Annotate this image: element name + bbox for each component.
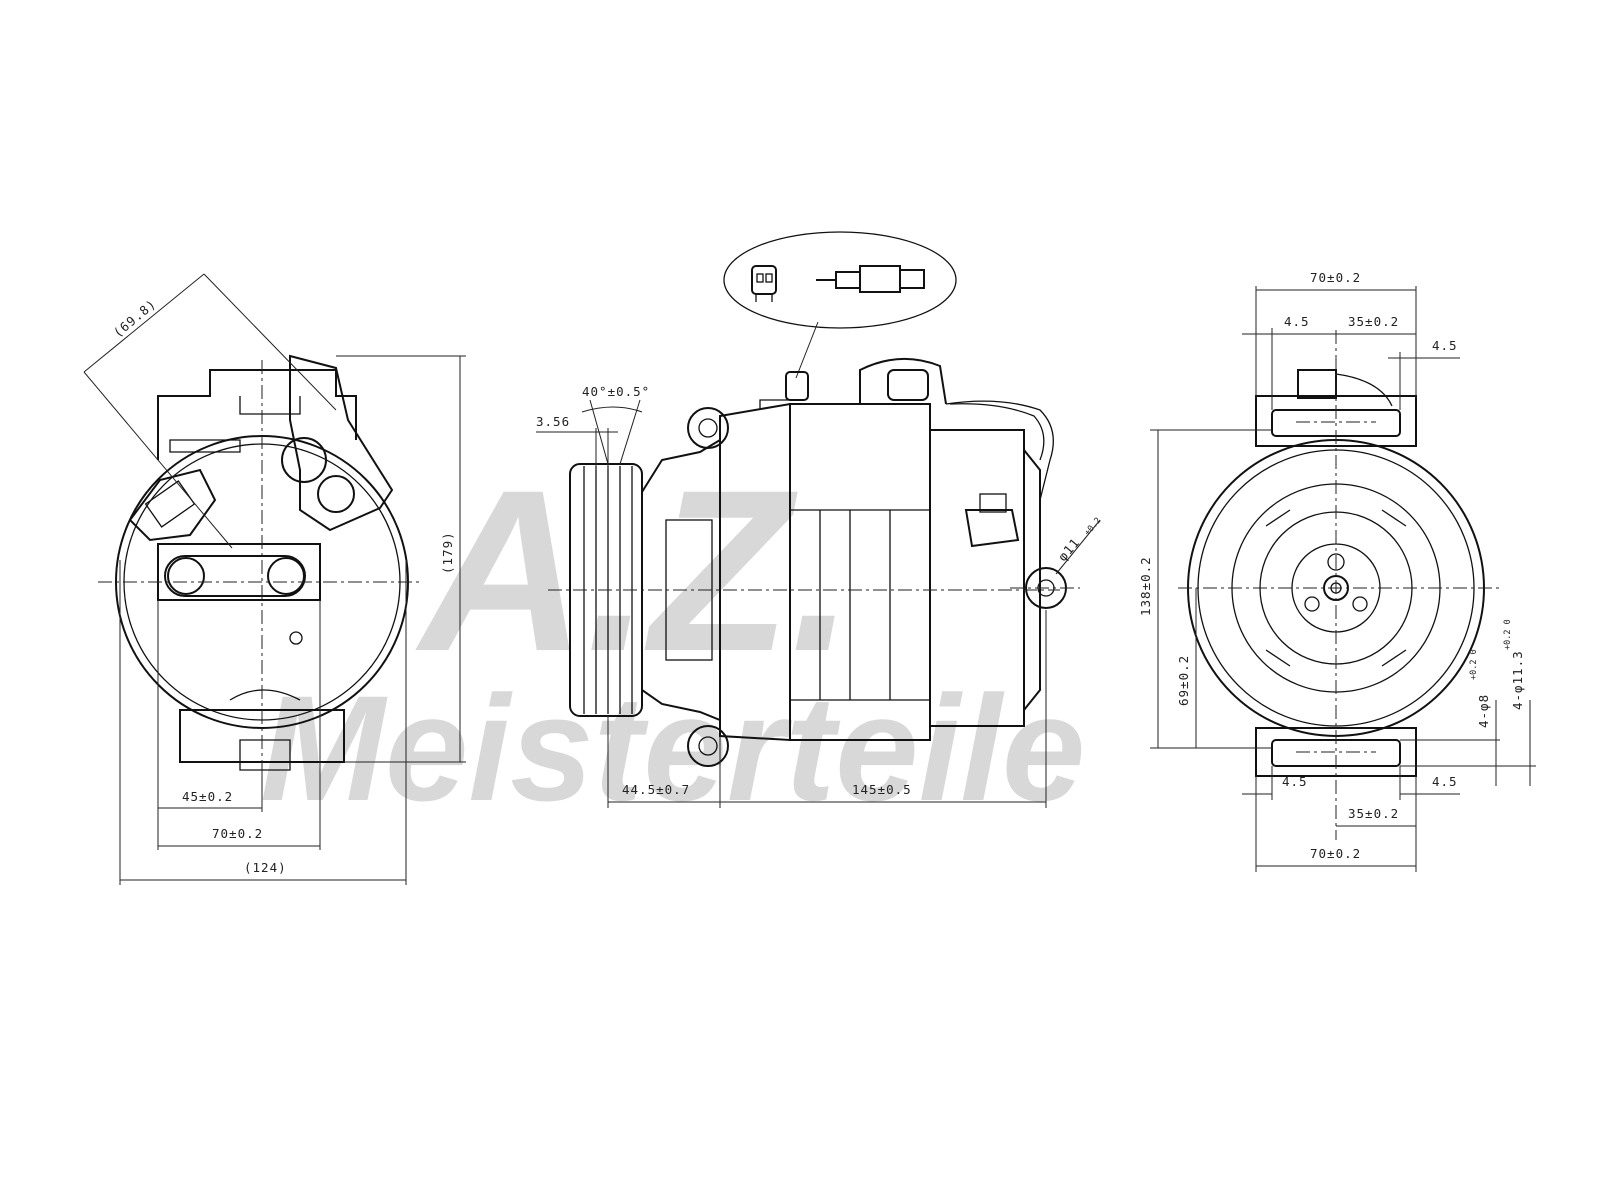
left-dim-45: 45±0.2 (182, 789, 233, 804)
watermark-brand-bottom: Meisterteile (260, 664, 1085, 832)
right-dim-bot-45: 4.5 (1282, 774, 1308, 789)
right-dim-top-70: 70±0.2 (1310, 270, 1361, 285)
connector-detail-callout (723, 231, 957, 329)
connector-plug-icon (751, 265, 777, 302)
watermark: A.Z. Meisterteile (260, 442, 1085, 832)
center-dim-445: 44.5±0.7 (622, 782, 690, 797)
right-dim-top-45b: 4.5 (1432, 338, 1458, 353)
right-dim-69: 69±0.2 (1176, 655, 1191, 706)
center-dim-angle: 40°±0.5° (582, 384, 650, 399)
center-dim-hole: φ11 (1055, 535, 1083, 564)
right-dim-bot-35: 35±0.2 (1348, 806, 1399, 821)
right-dim-top-35: 35±0.2 (1348, 314, 1399, 329)
right-top-mount (1255, 395, 1417, 447)
right-dim-hole8: 4-φ8 (1476, 694, 1491, 728)
left-dim-diagonal: (69.8) (110, 296, 159, 340)
left-view: (69.8) (179) 45±0.2 70±0.2 (124) (83, 273, 466, 885)
right-dim-hole8-tol: +0.2 0 (1469, 649, 1479, 680)
right-dim-138: 138±0.2 (1138, 556, 1153, 616)
right-view: 70±0.2 4.5 35±0.2 4.5 138±0.2 69±0.2 4-φ… (1138, 270, 1536, 872)
connector-sensor-icon (816, 265, 925, 293)
center-dim-hole-tol: +0.2 (1083, 516, 1104, 538)
center-dim-145: 145±0.5 (852, 782, 912, 797)
center-dim-356: 3.56 (536, 414, 570, 429)
right-dim-bot-45b: 4.5 (1432, 774, 1458, 789)
right-dim-hole113: 4-φ11.3 (1510, 650, 1525, 710)
right-dim-bot-70: 70±0.2 (1310, 846, 1361, 861)
watermark-brand-top: A.Z. (415, 442, 854, 699)
left-dim-height: (179) (440, 531, 455, 574)
right-dim-hole113-tol: +0.2 0 (1503, 619, 1513, 650)
left-dim-width: (124) (244, 860, 287, 875)
left-dim-70: 70±0.2 (212, 826, 263, 841)
right-dim-top-45: 4.5 (1284, 314, 1310, 329)
left-connector (289, 354, 394, 532)
